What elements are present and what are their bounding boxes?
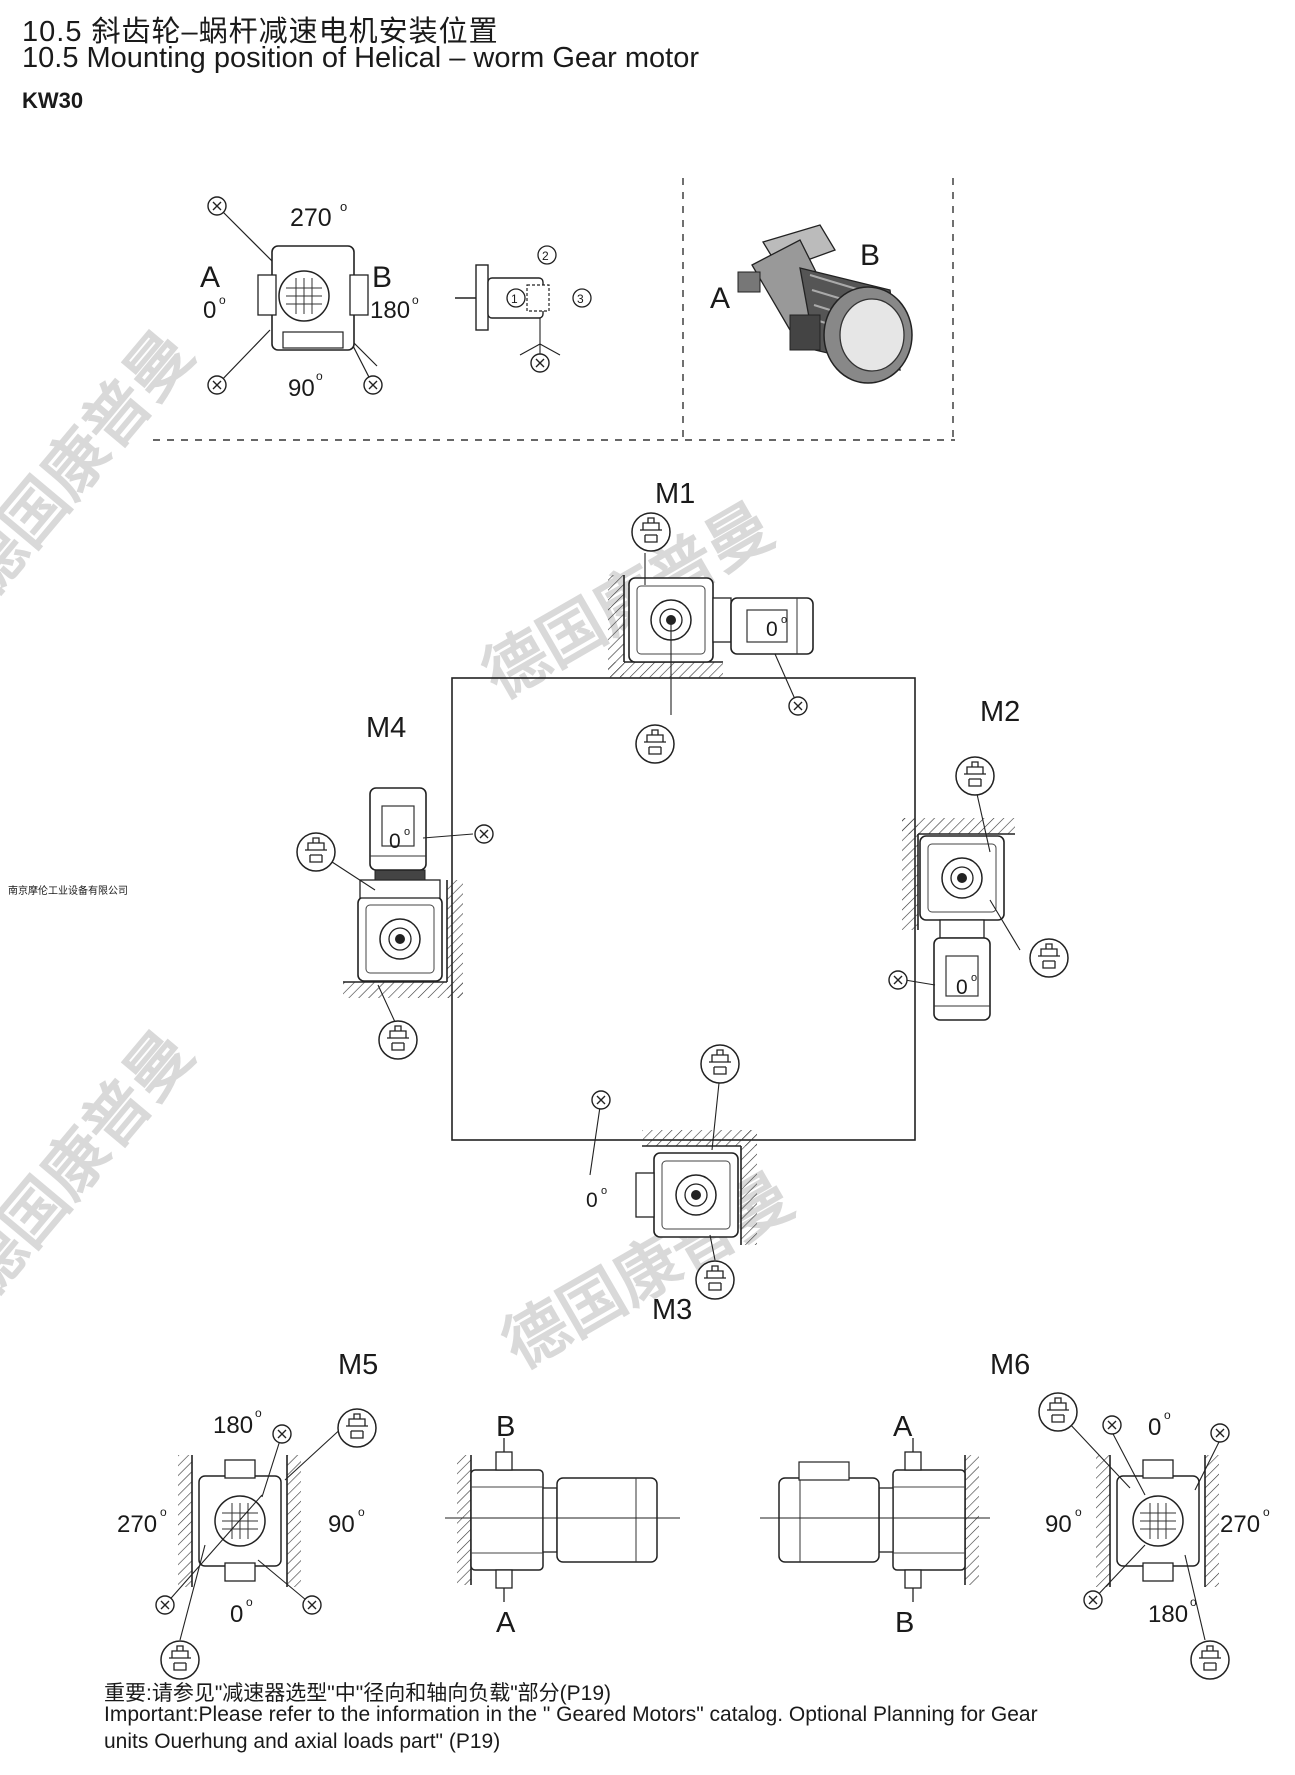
vent-plug-icon (1038, 1392, 1078, 1432)
vent-plug-icon (378, 1020, 418, 1060)
m6-angle-right: 270 (1220, 1511, 1260, 1538)
ref-angle-top: 270 (290, 204, 332, 232)
m2-label: M2 (980, 696, 1020, 728)
ref-angle-right: 180 (370, 297, 410, 324)
vent-plug-icon (955, 756, 995, 796)
vent-plug-icon (160, 1640, 200, 1680)
m1-label: M1 (655, 478, 695, 510)
x-mark-icon (1102, 1415, 1122, 1435)
x-mark-icon (1083, 1590, 1103, 1610)
m5-angle-right: 90 (328, 1511, 355, 1538)
terminal-pos-3: 3 (577, 292, 584, 306)
ref-angle-left: 0 (203, 297, 216, 324)
degree-mark: o (219, 293, 226, 307)
reference-square (451, 677, 916, 1141)
m4-terminal-angle: 0 (389, 830, 401, 853)
m3-gearmotor (589, 1044, 757, 1300)
degree-mark: o (1263, 1505, 1270, 1519)
m6-side-view (760, 1438, 990, 1602)
vent-plug-icon (695, 1260, 735, 1300)
m6-label: M6 (990, 1349, 1030, 1381)
degree-mark: o (255, 1406, 262, 1420)
m5-front-view (155, 1408, 377, 1680)
vent-plug-icon (337, 1408, 377, 1448)
model-label: KW30 (22, 88, 84, 113)
m6-front-view (1038, 1392, 1230, 1680)
watermark-4: 德国康普曼 (0, 1018, 208, 1311)
degree-mark: o (160, 1505, 167, 1519)
degree-mark: o (316, 369, 323, 383)
m4-gearmotor (296, 787, 494, 1060)
m5-side-bottom: A (496, 1607, 516, 1639)
x-mark-icon (155, 1595, 175, 1615)
degree-mark: o (358, 1505, 365, 1519)
x-mark-icon (363, 375, 383, 395)
terminal-pos-1: 1 (511, 292, 518, 306)
x-mark-icon (888, 970, 908, 990)
company-name-label: 南京摩伦工业设备有限公司 (8, 886, 128, 897)
m6-angle-bottom: 180 (1148, 1601, 1188, 1628)
m6-angle-left: 90 (1045, 1511, 1072, 1538)
ref-side-b: B (372, 261, 392, 294)
m5-side-view (445, 1438, 680, 1602)
x-mark-icon (474, 824, 494, 844)
x-mark-icon (530, 353, 550, 373)
vent-plug-icon (635, 724, 675, 764)
vent-plug-icon (296, 832, 336, 872)
m5-angle-bottom: 0 (230, 1601, 243, 1628)
vent-plug-icon (1190, 1640, 1230, 1680)
m2-terminal-angle: 0 (956, 976, 968, 999)
m5-angle-top: 180 (213, 1412, 253, 1439)
page-title-chinese: 10.5 斜齿轮–蜗杆减速电机安装位置 (22, 16, 499, 48)
degree-mark: o (1075, 1505, 1082, 1519)
m3-terminal-angle: 0 (586, 1189, 598, 1212)
m1-terminal-angle: 0 (766, 618, 778, 641)
m6-angle-top: 0 (1148, 1414, 1161, 1441)
ref-angle-bottom: 90 (288, 375, 315, 402)
motor-side-b: B (860, 239, 880, 272)
ref-side-a: A (200, 261, 220, 294)
important-note-english-line2: units Ouerhung and axial loads part" (P1… (104, 1730, 501, 1753)
degree-mark: o (1164, 1408, 1171, 1422)
vent-plug-icon (700, 1044, 740, 1084)
degree-mark: o (971, 972, 977, 984)
x-mark-icon (207, 375, 227, 395)
degree-mark: o (404, 826, 410, 838)
terminal-pos-2: 2 (542, 249, 549, 263)
x-mark-icon (591, 1090, 611, 1110)
degree-mark: o (1190, 1595, 1197, 1609)
m5-angle-left: 270 (117, 1511, 157, 1538)
x-mark-icon (1210, 1423, 1230, 1443)
m6-side-top: A (893, 1411, 913, 1443)
important-note-english-line1: Important:Please refer to the informatio… (104, 1703, 1038, 1726)
terminal-position-view (455, 245, 592, 373)
reference-front-view (207, 196, 383, 395)
m5-label: M5 (338, 1349, 378, 1381)
page-title-english: 10.5 Mounting position of Helical – worm… (22, 42, 699, 74)
watermark-3: 德国康普曼 (0, 318, 208, 611)
x-mark-icon (272, 1424, 292, 1444)
x-mark-icon (207, 196, 227, 216)
m1-gearmotor (608, 512, 814, 764)
x-mark-icon (788, 696, 808, 716)
m3-label: M3 (652, 1294, 692, 1326)
vent-plug-icon (1029, 938, 1069, 978)
m5-side-top: B (496, 1411, 515, 1443)
vent-plug-icon (631, 512, 671, 552)
degree-mark: o (601, 1185, 607, 1197)
geared-motor-3d-image (737, 224, 913, 384)
important-note-chinese: 重要:请参见"减速器选型"中"径向和轴向负载"部分(P19) (104, 1682, 612, 1705)
reference-frame (153, 178, 955, 441)
x-mark-icon (302, 1595, 322, 1615)
m4-label: M4 (366, 712, 406, 744)
motor-side-a: A (710, 282, 730, 315)
degree-mark: o (781, 614, 787, 626)
m2-gearmotor (888, 756, 1069, 1021)
m6-side-bottom: B (895, 1607, 914, 1639)
degree-mark: o (340, 199, 347, 214)
degree-mark: o (412, 293, 419, 307)
degree-mark: o (246, 1595, 253, 1609)
